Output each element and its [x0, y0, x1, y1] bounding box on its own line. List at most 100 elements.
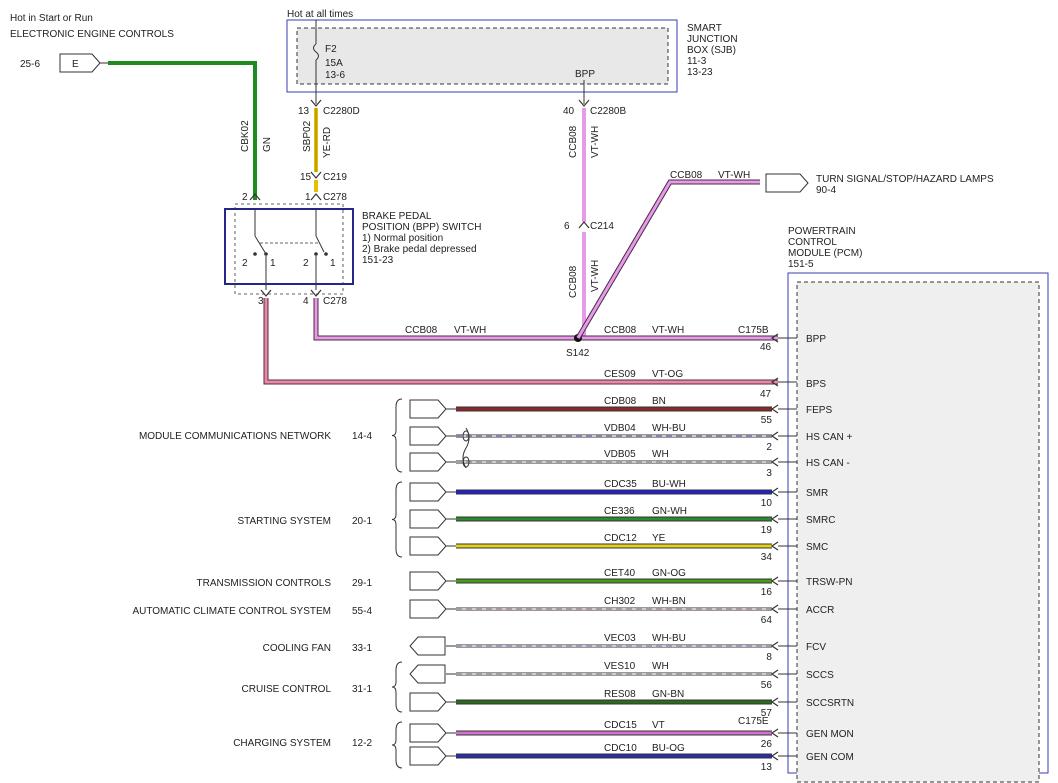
pin-number: 34 [761, 552, 773, 563]
system-connector [409, 426, 447, 446]
pin-15: 15 [300, 172, 312, 183]
pin-arrow-icon [770, 751, 779, 761]
label-ccb08-c: CCB08 [405, 325, 438, 336]
pin-4: 4 [303, 296, 309, 307]
label-gn: GN [262, 137, 273, 152]
label-ces09: CES09 [604, 369, 636, 380]
label-ccb08-a: CCB08 [568, 125, 579, 158]
bpp-switch-title-1: BRAKE PEDAL [362, 211, 432, 222]
label-ccb08-d: CCB08 [604, 325, 637, 336]
system-connector [409, 536, 447, 556]
pin-number: 55 [761, 415, 773, 426]
pcm-signal: FEPS [806, 405, 832, 416]
system-name: AUTOMATIC CLIMATE CONTROL SYSTEM [132, 606, 331, 617]
switch-left-pos1: 1 [270, 258, 276, 269]
pin-arrow-icon [770, 604, 779, 614]
electronic-engine-controls-label: ELECTRONIC ENGINE CONTROLS [10, 29, 174, 40]
pin-3: 3 [258, 296, 264, 307]
system-connector [409, 399, 447, 419]
system-connector [409, 482, 447, 502]
group-braces [391, 398, 470, 769]
system-ref: 33-1 [352, 643, 372, 654]
bpp-switch-title-2: POSITION (BPP) SWITCH [362, 222, 481, 233]
c2280b-arrow-icon [578, 99, 590, 107]
circuit-id: CDB08 [604, 396, 637, 407]
circuit-color: WH-BU [652, 423, 686, 434]
pcm-ref: 151-5 [788, 259, 814, 270]
pin-number: 64 [761, 615, 773, 626]
circuit-color: VT [652, 720, 665, 731]
pin-arrow-icon [770, 576, 779, 586]
pin-40: 40 [563, 106, 575, 117]
fuse-ref: 13-6 [325, 70, 345, 81]
pin-13: 13 [298, 106, 310, 117]
circuit-color: BU-WH [652, 479, 686, 490]
turn-signal-ref: 90-4 [816, 185, 836, 196]
turn-signal-label: TURN SIGNAL/STOP/HAZARD LAMPS [816, 174, 994, 185]
pcm-signal: SCCSRTN [806, 698, 854, 709]
pin-46: 46 [760, 342, 772, 353]
group-brace [391, 481, 403, 558]
pcm-signal: ACCR [806, 605, 834, 616]
system-connector [409, 452, 447, 472]
c214-arrow-icon [578, 221, 590, 229]
group-brace [391, 721, 403, 769]
pcm-bps-signal: BPS [806, 379, 826, 390]
label-ccb08-e: CCB08 [670, 170, 703, 181]
pin-number: 13 [761, 762, 773, 773]
pcm-inner [796, 281, 1040, 783]
pcm-bps-arrow-icon [770, 377, 779, 387]
pcm-signal: SMC [806, 542, 828, 553]
switch-right-pos2: 2 [303, 258, 309, 269]
connector-e-shape [59, 53, 101, 73]
c219-arrow-icon [310, 171, 322, 179]
ref-25-6: 25-6 [20, 59, 40, 70]
circuit-id: VDB05 [604, 449, 636, 460]
circuit-color: WH-BN [652, 596, 686, 607]
label-vt-wh-b: VT-WH [590, 260, 601, 292]
pin-number: 57 [761, 708, 773, 719]
hot-run-label: Hot in Start or Run [10, 13, 93, 24]
circuit-color: WH [652, 661, 669, 672]
circuit-color: YE [652, 533, 666, 544]
switch-left-pos2: 2 [242, 258, 248, 269]
pcm-title-2: CONTROL [788, 237, 837, 248]
label-ye-rd: YE-RD [322, 127, 333, 158]
sjb-inner [296, 27, 669, 85]
c175e-label: C175E [738, 716, 769, 727]
system-connector [409, 692, 447, 712]
c2280d-label: C2280D [323, 106, 360, 117]
system-ref: 55-4 [352, 606, 372, 617]
fuse-amps: 15A [325, 58, 343, 69]
s142-label: S142 [566, 348, 590, 359]
fuse-name: F2 [325, 44, 337, 55]
circuit-id: VDB04 [604, 423, 636, 434]
system-connector [409, 636, 446, 656]
system-connector [409, 509, 447, 529]
wire-ces09 [264, 298, 778, 384]
circuit-color: WH-BU [652, 633, 686, 644]
system-ref: 31-1 [352, 684, 372, 695]
fuse-icon [313, 43, 319, 61]
wire-cbk02 [108, 61, 257, 200]
circuit-id: CDC15 [604, 720, 637, 731]
c2280d-arrow-icon [310, 99, 322, 107]
pin-number: 8 [766, 652, 772, 663]
pcm-bpp-arrow-icon [770, 333, 779, 343]
pcm-signal: HS CAN - [806, 458, 850, 469]
system-ref: 20-1 [352, 516, 372, 527]
system-connector [409, 746, 447, 766]
pin-number: 19 [761, 525, 773, 536]
system-connector [409, 571, 447, 591]
system-name: MODULE COMMUNICATIONS NETWORK [139, 431, 331, 442]
wire-ccb08-turn [576, 180, 760, 339]
label-vt-wh-c: VT-WH [454, 325, 486, 336]
